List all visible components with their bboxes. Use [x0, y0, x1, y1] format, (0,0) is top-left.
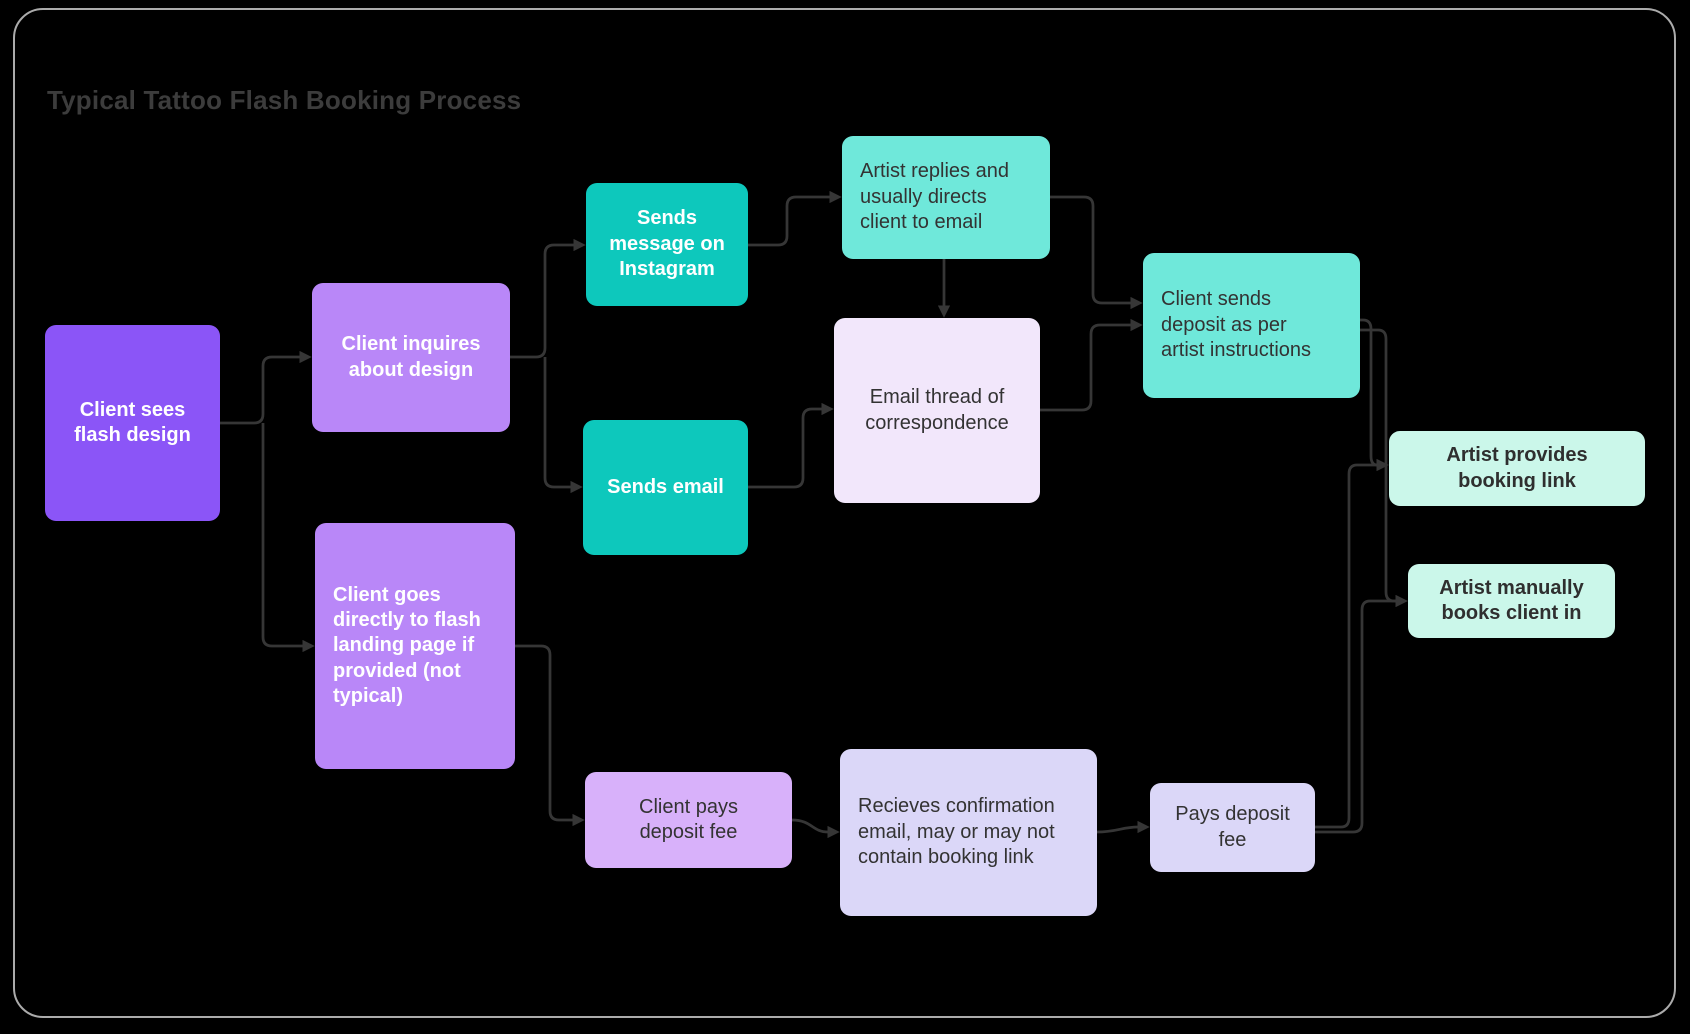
node-see-flash: Client sees flash design	[45, 325, 220, 521]
edge-email-thread-to-sends-deposit	[1040, 318, 1143, 412]
node-label-line: Client goes	[333, 583, 441, 606]
node-label-line: fee	[1218, 828, 1247, 851]
node-label-line: landing page if	[333, 634, 475, 657]
node-label-line: Instagram	[619, 258, 715, 281]
edge-sends-ig-to-artist-replies	[748, 190, 842, 247]
edge-see-flash-to-inquires	[220, 350, 312, 425]
edge-sends-email-to-email-thread	[748, 402, 834, 489]
node-manual-book: Artist manually books client in	[1408, 564, 1615, 638]
node-label-line: typical)	[333, 685, 404, 708]
edge-pays-deposit-to-confirmation	[791, 818, 840, 839]
edge-pays-fee-to-provides-link	[1315, 458, 1389, 829]
node-label-line: Client sends	[1161, 288, 1272, 311]
edge-pays-fee-to-manual-book	[1315, 594, 1408, 834]
node-label-line: Recieves confirmation	[858, 795, 1055, 818]
node-label-line: client to email	[860, 211, 983, 234]
node-label-line: deposit as per	[1161, 313, 1287, 336]
node-label-line: Client pays	[639, 795, 738, 818]
node-label-line: Artist provides	[1446, 444, 1588, 467]
node-label-line: contain booking link	[858, 846, 1034, 869]
edge-confirmation-to-pays-fee	[1096, 820, 1150, 834]
node-label-line: email, may or may not	[858, 820, 1055, 843]
node-label-line: deposit fee	[639, 821, 738, 843]
node-label-line: message on	[609, 232, 725, 255]
edge-goes-direct-to-pays-deposit	[515, 644, 585, 827]
node-label-line: Client sees	[79, 398, 186, 421]
node-label-line: books client in	[1441, 602, 1582, 624]
node-label-line: artist instructions	[1161, 339, 1312, 362]
diagram-title: Typical Tattoo Flash Booking Process	[47, 85, 522, 115]
edge-artist-replies-to-sends-deposit	[1050, 195, 1143, 310]
node-label-line: directly to flash	[333, 608, 481, 631]
node-label-line: usually directs	[860, 185, 987, 208]
edge-sends-deposit-to-provides-link	[1360, 318, 1389, 472]
node-label-line: Artist manually	[1439, 576, 1584, 599]
edge-inquires-to-sends-email	[543, 357, 583, 494]
node-label-line: Artist replies and	[860, 160, 1009, 183]
node-label-line: booking link	[1458, 469, 1576, 492]
node-label-line: Pays deposit	[1175, 803, 1290, 826]
edge-inquires-to-sends-ig	[510, 238, 586, 359]
node-label-line: flash design	[74, 424, 191, 446]
node-sends-email: Sends email	[583, 420, 748, 555]
node-label-line: correspondence	[865, 411, 1009, 434]
node-label-line: provided (not	[333, 659, 461, 682]
node-label-line: Client inquires	[341, 333, 481, 356]
node-label-line: Sends	[636, 207, 698, 230]
node-label-line: about design	[348, 358, 474, 381]
node-pays-deposit: Client pays deposit fee	[585, 772, 792, 868]
node-label-line: Email thread of	[869, 386, 1005, 409]
edge-see-flash-to-goes-direct	[261, 423, 315, 653]
node-label-line: Sends email	[607, 475, 724, 498]
